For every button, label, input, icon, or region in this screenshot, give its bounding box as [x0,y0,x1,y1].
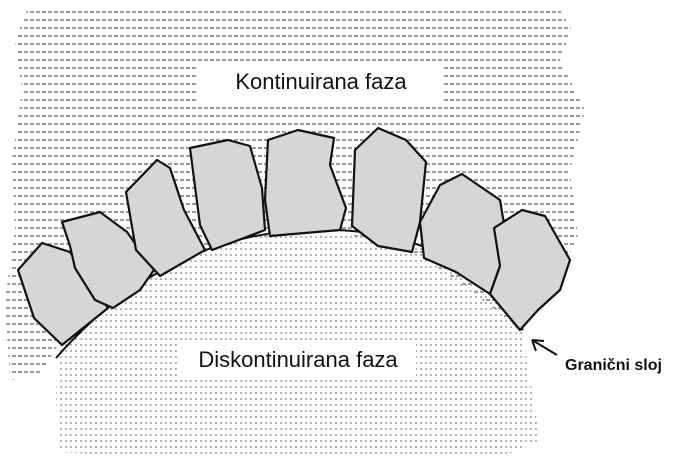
boundary-arrow [532,340,557,355]
continuous-phase-label: Kontinuirana faza [198,62,444,102]
particle-5 [265,130,346,236]
boundary-layer-label: Granični sloj [565,357,662,375]
discontinuous-phase-label: Diskontinuirana faza [180,340,416,380]
